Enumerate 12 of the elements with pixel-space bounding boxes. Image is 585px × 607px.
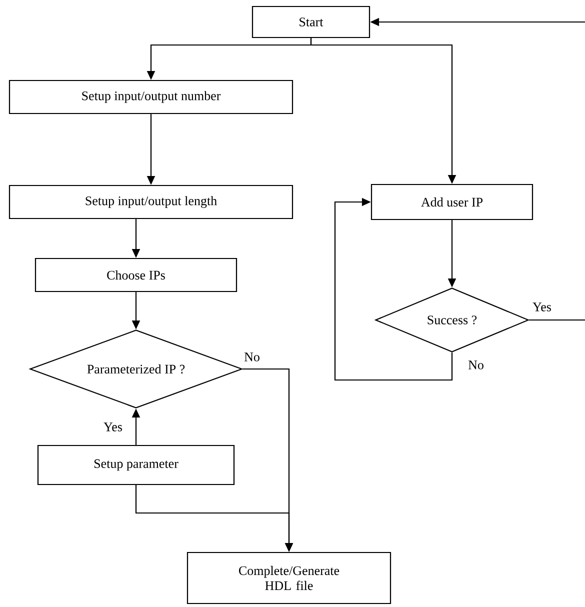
edge-label: Yes: [532, 302, 552, 312]
end-box: Complete/Generate HDL file: [186, 552, 392, 604]
edge-label: Yes: [102, 422, 124, 432]
process-box: Choose IPs: [34, 258, 238, 292]
arrow: [334, 198, 453, 381]
start-box: Start: [252, 6, 370, 38]
process-box: Add user IP: [370, 184, 534, 220]
process-box: Setup parameter: [37, 444, 235, 486]
edge-label: No: [243, 352, 261, 362]
edge-label: No: [467, 360, 485, 370]
process-box: Setup input/output number: [8, 80, 294, 114]
process-box: Setup input/output length: [8, 184, 294, 220]
